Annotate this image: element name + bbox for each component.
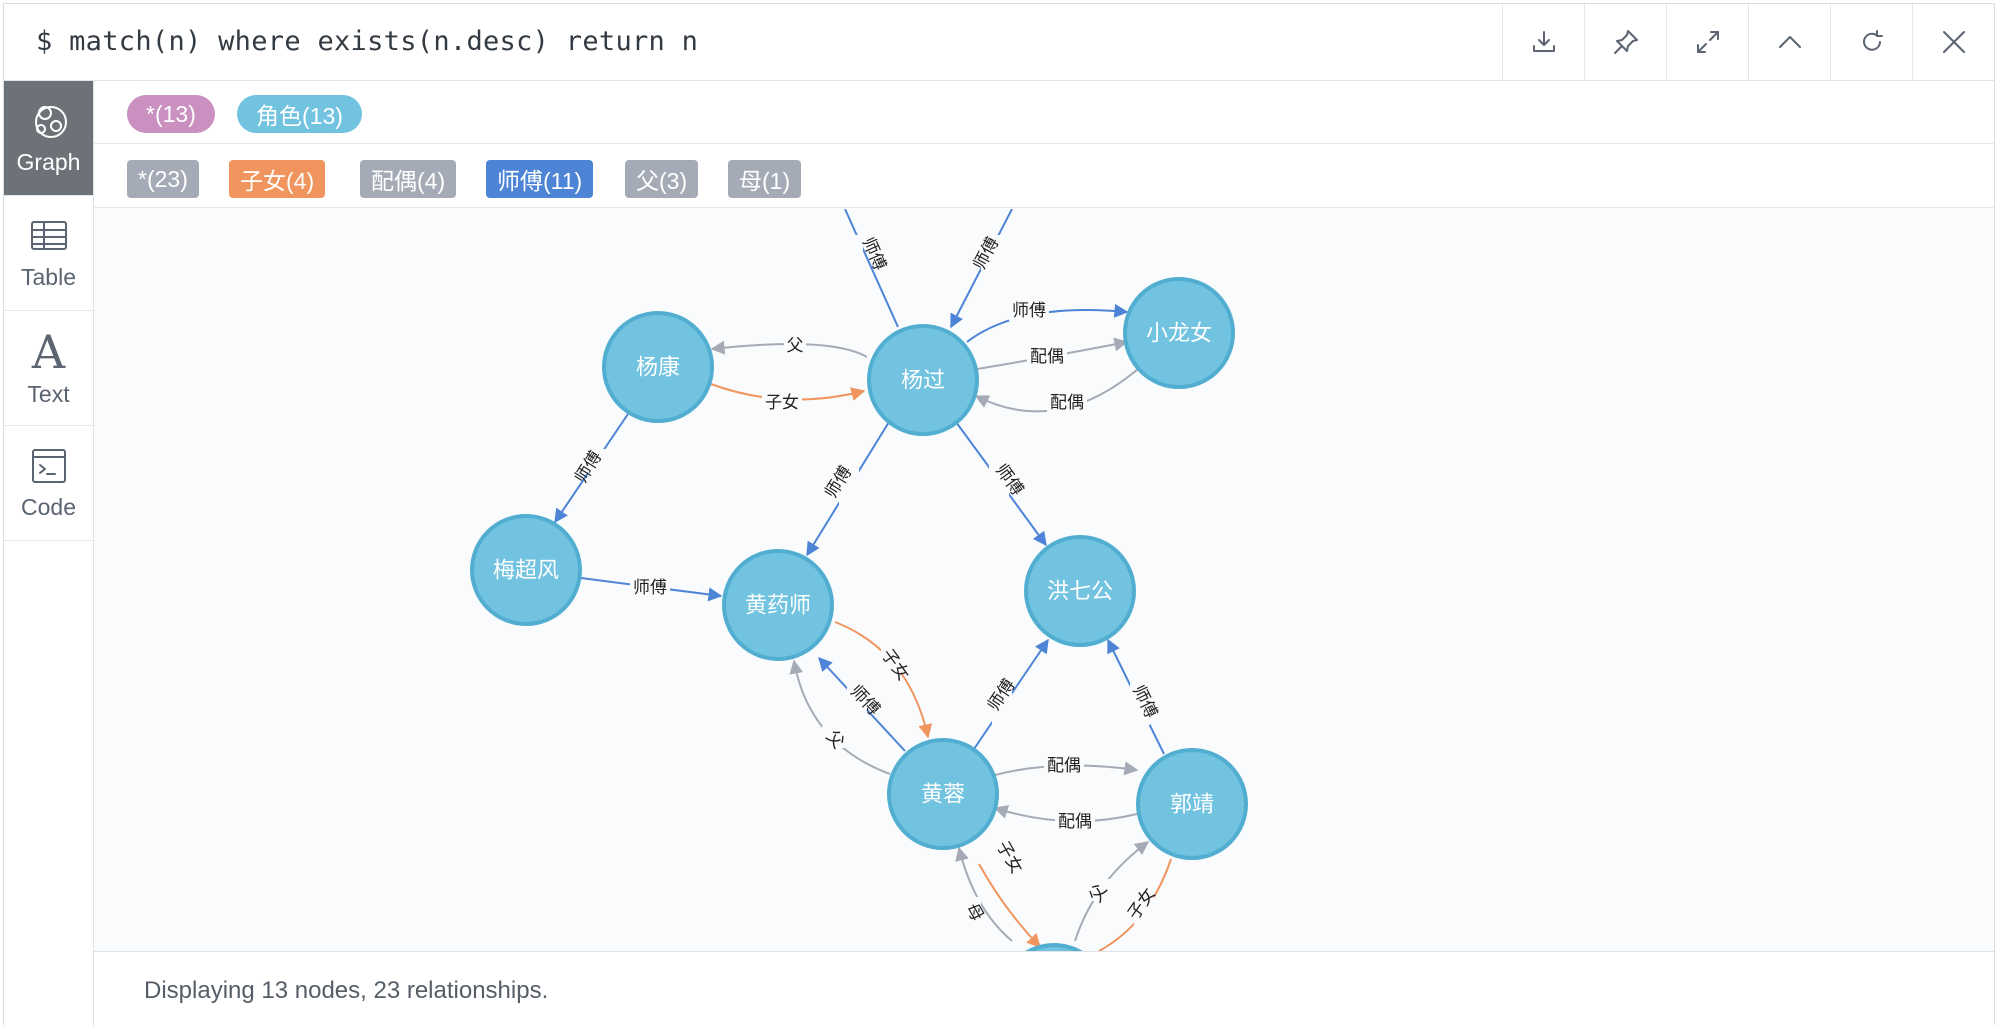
command-bar: $ match(n) where exists(n.desc) return n [4, 4, 1994, 81]
rerun-button[interactable] [1830, 4, 1912, 80]
node-label-all[interactable]: *(13) [127, 95, 215, 133]
close-icon [1942, 31, 1965, 53]
edge-label-bg [1047, 391, 1087, 413]
node-mei-chaofeng[interactable] [470, 514, 582, 626]
edge-label-bg [959, 897, 981, 919]
edge-label-bg [843, 235, 863, 277]
edge-label-bg [630, 576, 670, 598]
download-button[interactable] [1502, 4, 1584, 80]
edge-label: 配偶 [1030, 347, 1064, 366]
node-label: 杨过 [901, 368, 945, 393]
status-text: Displaying 13 nodes, 23 relationships. [144, 977, 549, 1004]
edge-label: 配偶 [1058, 812, 1092, 831]
graph-svg[interactable]: 师傅 师傅 师傅 配偶 配偶 父 子女 师傅 师傅 师傅 师 [94, 209, 1994, 951]
edge-label-bg [1134, 887, 1154, 929]
edge-label: 子女 [765, 393, 799, 412]
text-icon: A [31, 324, 66, 379]
node-label: 郭靖 [1170, 792, 1214, 817]
result-frame: $ match(n) where exists(n.desc) return n [3, 3, 1995, 1027]
node-yang-kang[interactable] [602, 311, 714, 423]
edge-label-bg [989, 463, 1009, 505]
edge-child[interactable] [978, 863, 1041, 949]
edge-label-bg [992, 683, 1012, 725]
node-yang-guo[interactable] [867, 324, 979, 436]
collapse-button[interactable] [1748, 4, 1830, 80]
sidebar-item-label: Text [27, 380, 70, 407]
rel-type-master[interactable]: 师傅(11) [486, 160, 594, 198]
sidebar-item-label: Graph [16, 148, 81, 175]
collapse-icon [1778, 36, 1801, 48]
edge-label-bg [762, 391, 802, 413]
node-label: 小龙女 [1146, 321, 1212, 346]
edge-label-bg [1009, 299, 1049, 321]
graph-canvas[interactable]: 师傅 师傅 师傅 配偶 配偶 父 子女 师傅 师傅 师傅 师 [94, 209, 1994, 951]
sidebar-item-text[interactable]: A Text [4, 311, 93, 426]
edge-label: 配偶 [1047, 756, 1081, 775]
edge-label-bg [981, 235, 1001, 277]
frame-toolbar [1502, 4, 1994, 80]
relationship-type-legend: *(23) 子女(4) 配偶(4) 师傅(11) 父(3) 母(1) [94, 145, 1994, 208]
node-label: 洪七公 [1047, 579, 1113, 604]
edge-label-bg [588, 449, 608, 491]
rel-type-child[interactable]: 子女(4) [229, 160, 326, 198]
edge-label-bg [1044, 754, 1084, 776]
rel-type-spouse[interactable]: 配偶(4) [360, 160, 457, 198]
status-bar: Displaying 13 nodes, 23 relationships. [94, 951, 1994, 1027]
sidebar-item-label: Table [21, 263, 76, 290]
node-label-legend: *(13) 角色(13) [94, 81, 1994, 144]
edge-label-bg [822, 726, 844, 748]
edge-label-bg [847, 683, 867, 725]
node-label-role[interactable]: 角色(13) [237, 95, 362, 133]
rel-type-all[interactable]: *(23) [127, 160, 199, 198]
edge-father[interactable] [789, 659, 891, 775]
table-icon [30, 220, 67, 250]
node-label: 梅超风 [493, 558, 559, 583]
graph-icon [34, 105, 67, 138]
node-guo-fu[interactable] [1000, 943, 1108, 951]
code-icon [31, 448, 66, 483]
expand-icon [1696, 31, 1719, 53]
edge-label: 师傅 [1012, 301, 1046, 320]
sidebar-item-table[interactable]: Table [4, 196, 93, 311]
edge-label-bg [839, 464, 859, 506]
node-label: 杨康 [636, 355, 680, 380]
node-guo-jing[interactable] [1136, 748, 1248, 860]
edge-label: 师傅 [633, 578, 667, 597]
node-hong-qigong[interactable] [1024, 535, 1136, 647]
node-huang-yaoshi[interactable] [722, 549, 834, 661]
sidebar-item-graph[interactable]: Graph [4, 81, 93, 196]
edge-label: 师傅 [858, 234, 889, 273]
rel-type-mother[interactable]: 母(1) [728, 160, 802, 198]
edge-label-bg [784, 334, 806, 356]
edge-label-bg [1130, 683, 1150, 725]
query-text[interactable]: $ match(n) where exists(n.desc) return n [36, 26, 699, 57]
edge-label-bg [1092, 879, 1114, 901]
node-xiaolongnu[interactable] [1123, 277, 1235, 389]
edge-label: 师傅 [984, 676, 1019, 715]
node-label: 黄蓉 [921, 782, 965, 807]
node-label: 黄药师 [745, 593, 811, 618]
pin-icon [1613, 30, 1638, 54]
download-icon [1532, 31, 1555, 52]
view-sidebar: Graph Table A Text Code [4, 81, 94, 1026]
edge-label: 父 [787, 336, 804, 355]
edge-label-bg [1055, 810, 1095, 832]
fullscreen-button[interactable] [1666, 4, 1748, 80]
close-button[interactable] [1912, 4, 1994, 80]
edge-label-bg [992, 839, 1012, 881]
rel-type-father[interactable]: 父(3) [625, 160, 699, 198]
edge-label-bg [1027, 345, 1067, 367]
edge-label-bg [881, 647, 901, 689]
edge-father[interactable] [710, 340, 868, 358]
rerun-icon [1862, 30, 1883, 51]
sidebar-item-code[interactable]: Code [4, 426, 93, 541]
node-huang-rong[interactable] [887, 738, 999, 850]
edge-label: 配偶 [1050, 393, 1084, 412]
pin-button[interactable] [1584, 4, 1666, 80]
edge-master[interactable] [844, 209, 899, 328]
sidebar-item-label: Code [21, 493, 76, 520]
